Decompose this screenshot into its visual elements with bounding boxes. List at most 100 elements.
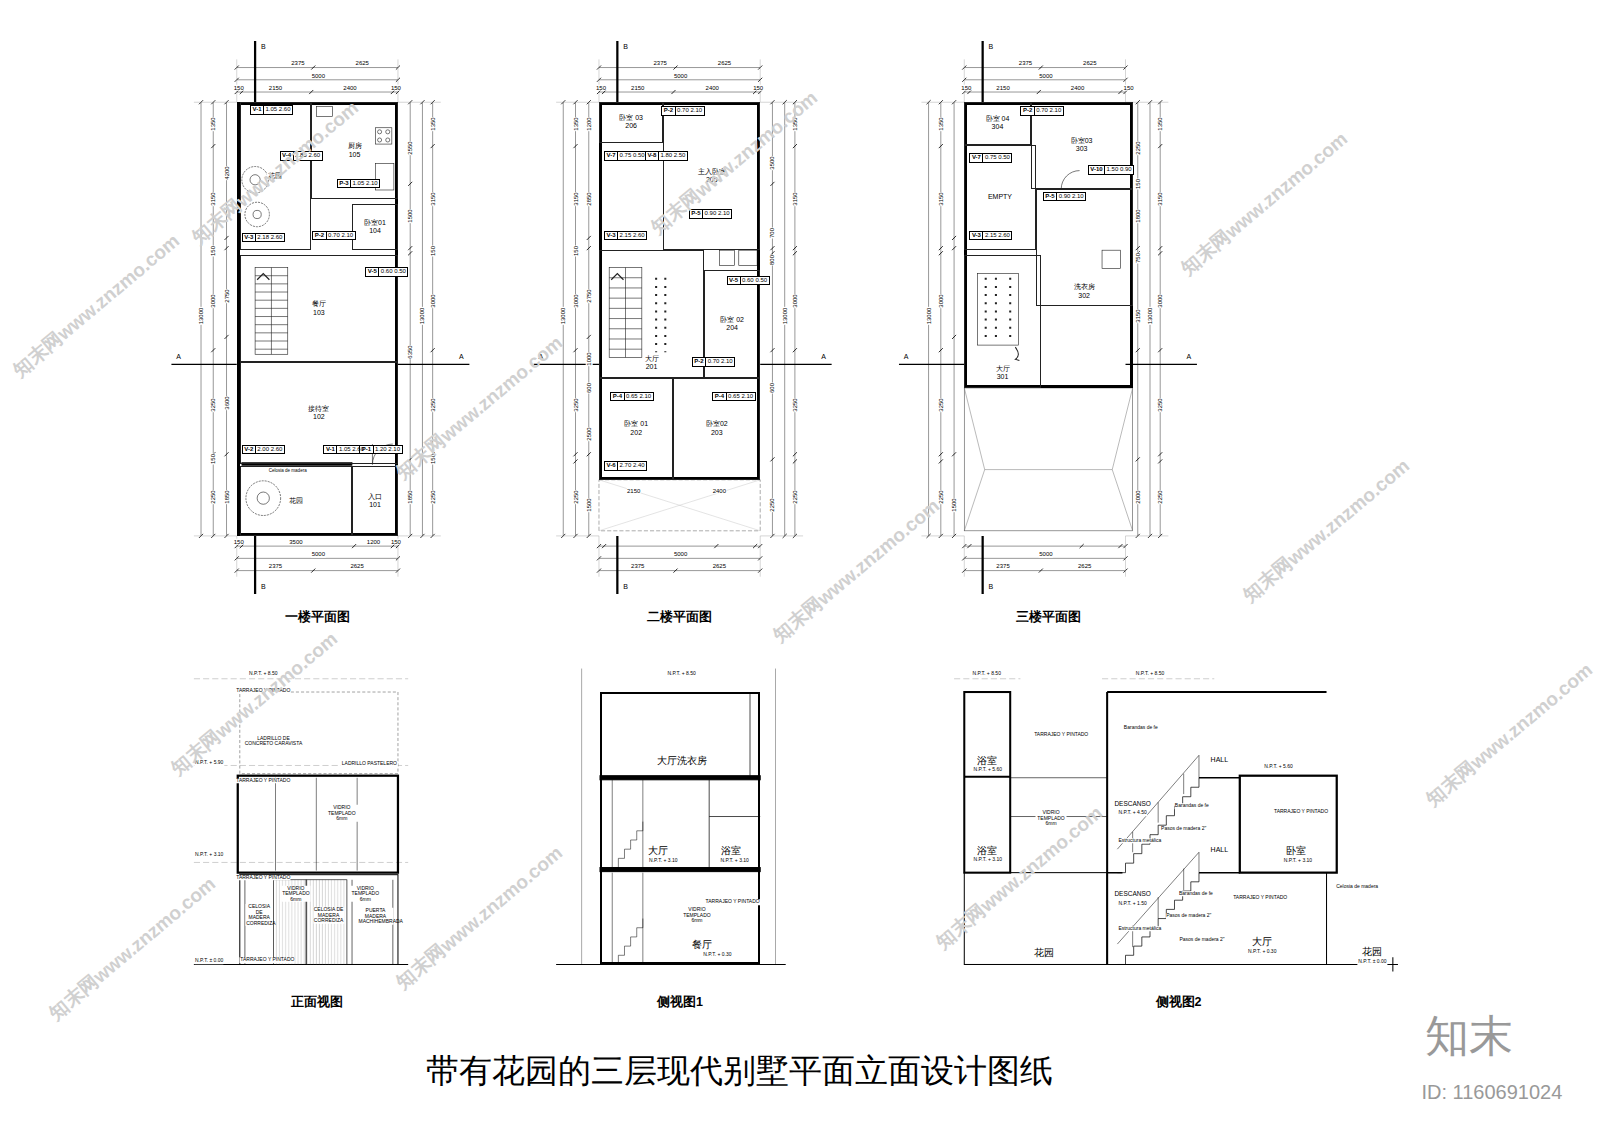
annotation: TARRAJEO Y PINTADO [705,899,760,905]
drawing-line [600,868,760,872]
door-window-tag: V-70.75 0.50 [604,151,647,161]
room-number: 105 [348,151,362,159]
section-mark: B [623,583,629,591]
room-name: 卧室02 [705,420,729,428]
annotation: DESCANSO [1114,801,1151,808]
room-name: 厨房 [347,142,363,150]
dimension-lines [899,41,1197,594]
dimension-text: 1500 [585,498,592,512]
tag-size: 0.75 0.50 [618,152,646,160]
annotation: 浴室 [976,755,997,766]
drawing-line [612,780,643,965]
dimension-text: 2750 [585,289,592,303]
room-area: 大厅201 [599,250,704,378]
drawing-line [612,822,643,965]
dimension-text: 150 [596,84,607,91]
dimension-text: 150 [961,84,972,91]
dimension-text: 150 [390,539,401,546]
drawing-line [656,278,665,352]
dimension-text: 5000 [311,551,325,558]
dimension-text: 3150 [210,192,217,206]
room-name: 卧室01 [363,219,387,227]
dimension-text: 2000 [1134,490,1141,504]
room-name: 卧室 03 [618,114,644,122]
room-number: 201 [645,363,659,371]
brand-mark: 知末 [1425,1012,1514,1060]
room-area: 花园 [240,466,352,535]
tag-code: V-1 [251,106,264,114]
tag-size: 1.05 2.60 [264,106,292,114]
watermark: 知末网www.znzmo.com [45,873,220,1024]
elevation-view: 侧视图1 [600,692,760,964]
annotation: TARRAJEO Y PINTADO [1233,895,1288,901]
dimension-text: 3250 [429,398,436,412]
section-mark: A [458,353,464,361]
annotation: N.P.T. + 0.30 [1248,949,1277,955]
dimension-text: 2375 [631,563,645,570]
plan2-details [599,250,760,531]
dimension-text: 5000 [673,72,687,79]
annotation: N.P.T. + 8.50 [667,672,696,678]
drawing-line [276,778,358,871]
dimension-text: 2150 [996,84,1010,91]
tag-size: 1.20 2.10 [374,446,402,454]
sheet-title: 带有花园的三层现代别墅平面立面设计图纸 [426,1049,1053,1094]
door-window-tag: V-11.05 2.60 [250,105,293,115]
door-window-tag: V-62.70 2.40 [604,461,647,471]
dimension-text: 2400 [343,84,357,91]
room-number: 104 [368,227,382,235]
dimension-text: 2750 [223,289,230,303]
tag-size: 0.65 2.10 [727,393,755,401]
dimension-text: 150 [572,246,579,257]
dimension-text: 3000 [792,294,799,308]
dimension-text: 700 [769,227,776,238]
door-window-tag: V-50.60 0.50 [727,276,770,286]
watermark: 知末网www.znzmo.com [392,333,567,484]
drawing-line [242,462,352,465]
door-window-tag: P-20.70 2.10 [661,106,704,116]
annotation: N.P.T. + 5.60 [1264,765,1293,771]
dimension-text: 3000 [938,294,945,308]
drawing-line [582,669,776,965]
door-window-tag: V-101.50 0.90 [1088,165,1134,175]
floor-plan: 一楼平面图厨房105花园卧室01104餐厅103接待室102花园入口101V-1… [237,102,398,536]
elevation-view: 侧视图2 [964,679,1393,965]
dimension-text: 150 [210,246,217,257]
drawing-line [609,268,642,358]
annotation: Estructura metálica [1118,838,1162,844]
watermark: 知末网www.znzmo.com [1423,659,1598,810]
drawing-line [719,250,734,265]
dimension-text: 150 [753,84,764,91]
tag-size: 1.50 0.90 [1105,166,1133,174]
annotation: N.P.T. + 3.10 [973,857,1002,863]
drawing-line [739,250,757,265]
drawing-line [709,694,760,867]
drawing-line [386,138,390,142]
annotation: HALL [1210,756,1229,764]
annotation: VIDRIO TEMPLADO 6mm [1036,810,1067,827]
dimension-text: 2375 [1018,60,1032,67]
tag-code: V-8 [646,152,659,160]
dimension-text: 1500 [407,209,414,223]
annotation: VIDRIO TEMPLADO 6mm [351,886,380,903]
tag-code: P-5 [1044,193,1057,201]
tag-size: 2.18 2.60 [256,234,284,242]
room-name: 餐厅 [311,300,327,308]
annotation: 花园 [1033,947,1054,958]
dimension-text: 1500 [951,498,958,512]
drawing-line [964,388,1132,531]
dimension-lines [171,41,469,594]
drawing-line [599,480,760,531]
watermark: 知末网www.znzmo.com [1239,455,1414,606]
dimension-text: 3600 [223,396,230,410]
dimension-text: 2375 [653,60,667,67]
side-elevation-2 [954,679,1398,972]
dimension-text: 2250 [792,490,799,504]
dimension-text: 1200 [585,117,592,131]
dimension-text: 150 [233,84,244,91]
door-window-tag: P-20.70 2.10 [692,357,735,367]
tag-code: V-5 [366,268,379,276]
dimension-text: 1350 [938,117,945,131]
room-area: 入口101 [352,466,398,535]
plan3-details [964,171,1132,531]
